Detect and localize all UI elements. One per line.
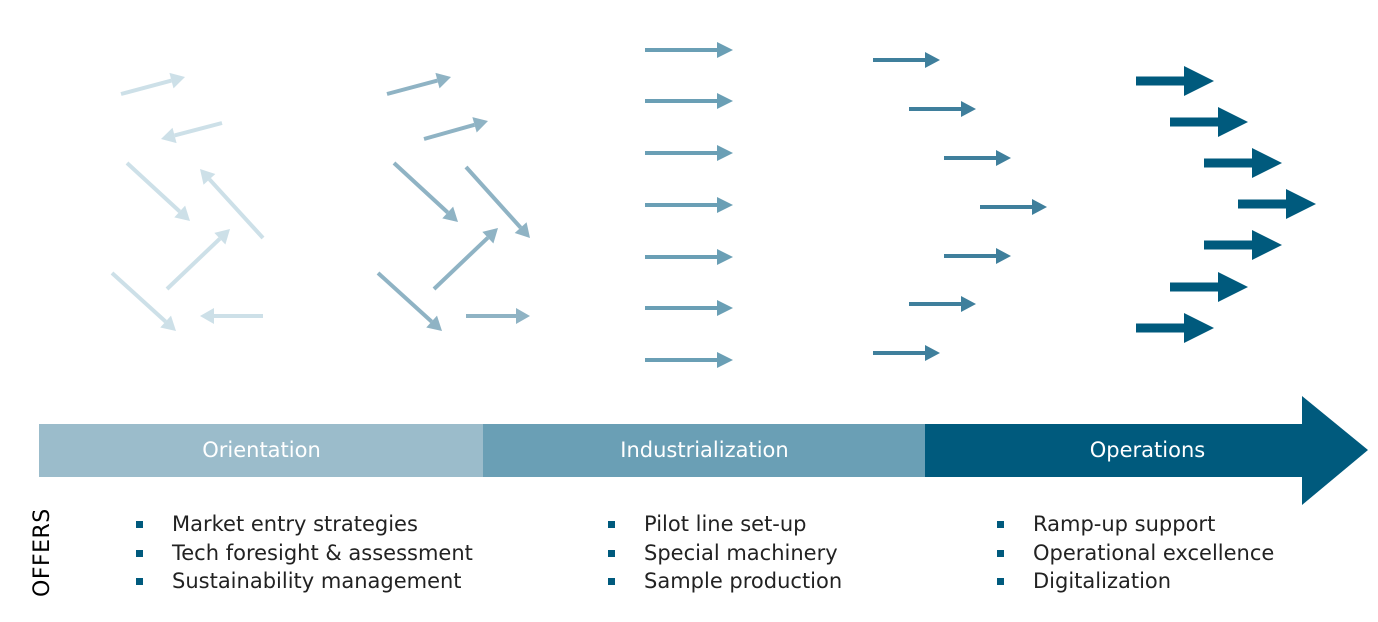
bullet-icon xyxy=(136,521,143,528)
scattered-mid-arrow xyxy=(466,308,530,324)
offer-item: Market entry strategies xyxy=(136,510,473,539)
bullet-icon xyxy=(997,521,1004,528)
bold-chevron-arrow xyxy=(1136,313,1214,343)
chevron-arrow xyxy=(873,345,940,361)
scattered-mid-arrow xyxy=(464,165,530,238)
bullet-icon xyxy=(997,549,1004,557)
offer-item-label: Market entry strategies xyxy=(172,512,418,536)
offer-item-label: Operational excellence xyxy=(1033,540,1275,565)
offer-item: Pilot line set-up xyxy=(608,510,842,539)
offer-item-label: Sample production xyxy=(644,569,843,593)
offer-item: Tech foresight & assessment xyxy=(136,539,473,568)
offer-item-label: Ramp-up support xyxy=(1033,512,1216,536)
chevron-arrow xyxy=(944,150,1011,166)
offer-item-label: Digitalization xyxy=(1033,569,1172,593)
offer-list-operations: Ramp-up support Operational excellence D… xyxy=(997,510,1274,596)
bullet-icon xyxy=(997,578,1004,585)
scattered-mid-arrow xyxy=(376,271,442,331)
aligned-arrow xyxy=(645,145,733,161)
offer-item-label: Sustainability management xyxy=(172,569,462,593)
bullet-icon xyxy=(608,549,615,557)
offer-item-label: Tech foresight & assessment xyxy=(172,540,473,565)
chevron-arrow xyxy=(944,248,1011,264)
offer-list-orientation: Market entry strategies Tech foresight &… xyxy=(136,510,473,596)
phase-label-orientation: Orientation xyxy=(202,438,321,462)
scattered-mid-arrow xyxy=(386,72,451,96)
offer-item: Sustainability management xyxy=(136,567,473,596)
bold-chevron-arrow xyxy=(1170,107,1248,137)
aligned-arrow xyxy=(645,42,733,58)
offer-list-industrialization: Pilot line set-up Special machinery Samp… xyxy=(608,510,842,596)
scattered-mid-arrow xyxy=(432,228,498,291)
phase-label-operations: Operations xyxy=(1089,438,1206,462)
phase-label-industrialization: Industrialization xyxy=(620,438,789,462)
chevron-arrow xyxy=(909,101,976,117)
offer-item: Ramp-up support xyxy=(997,510,1274,539)
bold-chevron-arrow xyxy=(1204,230,1282,260)
aligned-arrow xyxy=(645,352,733,368)
scattered-light-arrow xyxy=(125,161,190,221)
bold-chevron-arrow xyxy=(1204,148,1282,178)
bullet-icon xyxy=(608,521,615,528)
bold-chevron-arrow xyxy=(1170,272,1248,302)
chevron-arrow xyxy=(909,296,976,312)
bold-chevron-arrow xyxy=(1238,189,1316,219)
scattered-light-arrow xyxy=(161,121,223,144)
offer-item: Digitalization xyxy=(997,567,1274,596)
offer-item: Sample production xyxy=(608,567,842,596)
offers-title: OFFERS xyxy=(30,508,55,597)
scattered-light-arrow xyxy=(200,169,265,240)
chevron-arrow xyxy=(873,52,940,68)
scattered-light-arrow xyxy=(165,229,230,291)
chevron-arrow xyxy=(980,199,1047,215)
bullet-icon xyxy=(136,549,143,557)
scattered-light-arrow xyxy=(200,308,263,324)
offer-item: Special machinery xyxy=(608,539,842,568)
industrialization-segment xyxy=(483,424,926,477)
offer-item: Operational excellence xyxy=(997,539,1274,568)
scattered-light-arrow xyxy=(120,72,185,96)
aligned-arrow xyxy=(645,197,733,213)
bold-chevron-arrow xyxy=(1136,66,1214,96)
aligned-arrow xyxy=(645,300,733,316)
offer-item-label: Special machinery xyxy=(644,540,838,565)
aligned-arrow xyxy=(645,93,733,109)
scattered-mid-arrow xyxy=(423,117,488,141)
orientation-segment xyxy=(39,424,484,477)
scattered-mid-arrow xyxy=(392,161,458,222)
bullet-icon xyxy=(608,578,615,585)
bullet-icon xyxy=(136,578,143,585)
scattered-light-arrow xyxy=(110,271,176,331)
aligned-arrow xyxy=(645,249,733,265)
operations-segment-arrowhead xyxy=(925,396,1368,505)
offer-item-label: Pilot line set-up xyxy=(644,512,807,536)
